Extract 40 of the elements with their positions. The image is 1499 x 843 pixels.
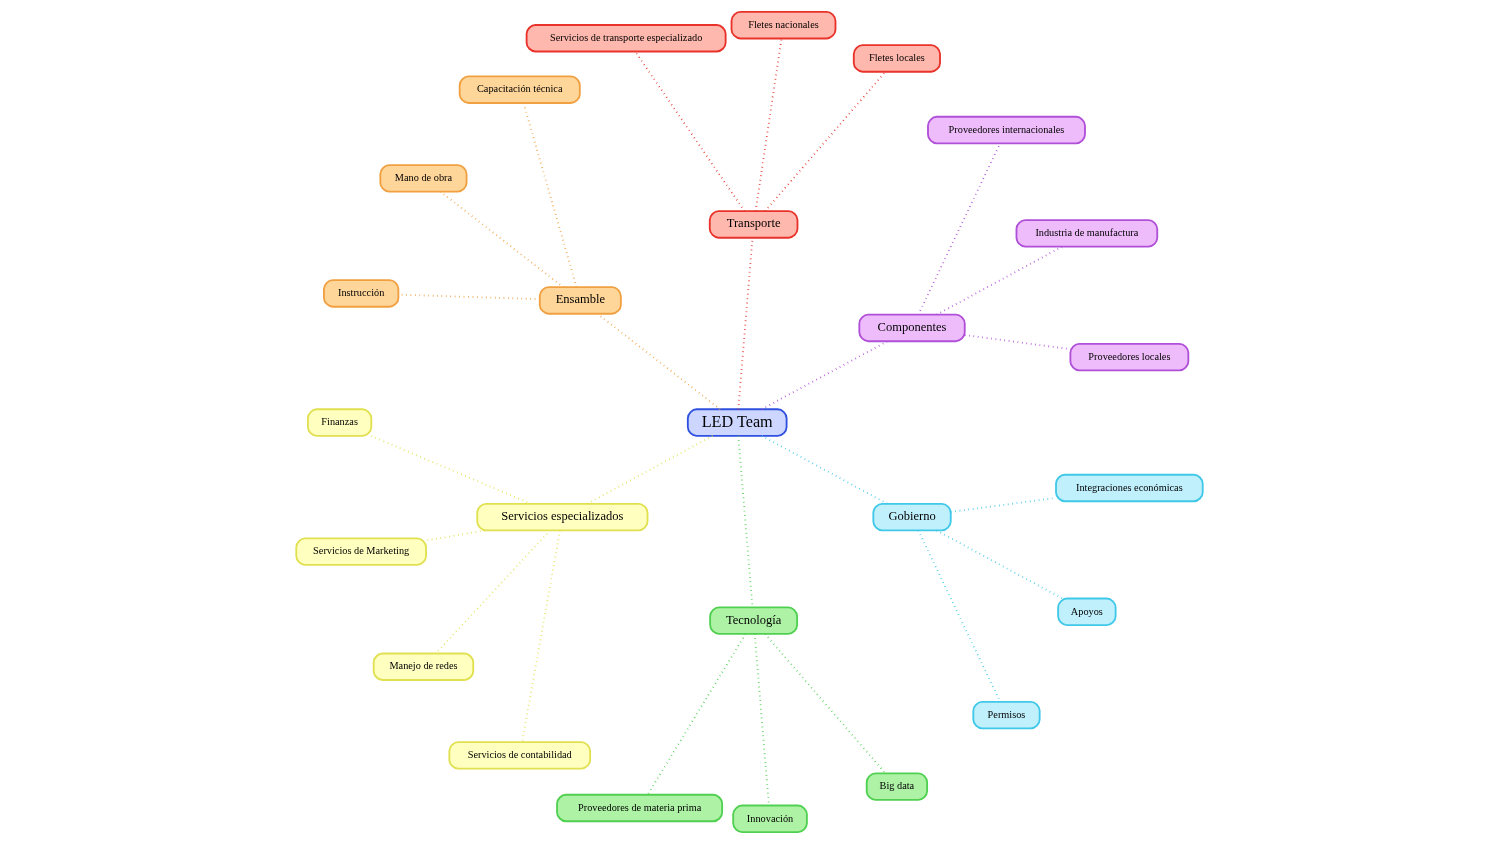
node-box: Capacitación técnica bbox=[458, 75, 581, 104]
connector bbox=[760, 339, 889, 410]
connector bbox=[439, 190, 565, 288]
connector bbox=[586, 434, 714, 505]
node-box: Gobierno bbox=[872, 502, 952, 531]
connector bbox=[917, 529, 1001, 702]
node-box: Servicios especializados bbox=[476, 502, 649, 531]
node-box: Apoyos bbox=[1057, 597, 1117, 626]
connector bbox=[764, 632, 887, 774]
node-box: Innovación bbox=[732, 804, 808, 833]
node-box: Servicios de Marketing bbox=[295, 536, 427, 566]
node-box: Transporte bbox=[708, 209, 799, 239]
node-box: Fletes locales bbox=[852, 43, 941, 73]
node-box: Tecnología bbox=[709, 606, 799, 635]
connector bbox=[646, 632, 747, 796]
node-box: Proveedores internacionales bbox=[927, 115, 1086, 144]
node-box: Instrucción bbox=[323, 278, 400, 308]
node-box: Proveedores locales bbox=[1069, 342, 1190, 371]
node-box: Finanzas bbox=[307, 407, 373, 437]
connector bbox=[596, 312, 722, 410]
connector bbox=[522, 101, 578, 288]
connector bbox=[369, 434, 532, 505]
node-box: Proveedores de materia prima bbox=[556, 793, 724, 822]
node-box: Permisos bbox=[972, 700, 1041, 729]
node-box: Fletes nacionales bbox=[730, 10, 837, 39]
node-box: Industria de manufactura bbox=[1015, 218, 1159, 247]
connector bbox=[760, 434, 889, 505]
node-box: Big data bbox=[865, 771, 929, 801]
node-box: Servicios de contabilidad bbox=[448, 740, 592, 770]
node-box: Mano de obra bbox=[379, 163, 468, 193]
node-box: Manejo de redes bbox=[372, 652, 475, 681]
node-box: LED Team bbox=[686, 407, 788, 437]
connector bbox=[425, 529, 486, 541]
connector bbox=[764, 70, 887, 212]
connector bbox=[634, 50, 746, 212]
connector bbox=[435, 529, 551, 654]
node-box: Servicios de transporte especializado bbox=[525, 23, 727, 52]
node-box: Ensamble bbox=[538, 285, 622, 315]
node-box: Componentes bbox=[858, 313, 966, 342]
node-box: Integraciones económicas bbox=[1055, 473, 1204, 502]
